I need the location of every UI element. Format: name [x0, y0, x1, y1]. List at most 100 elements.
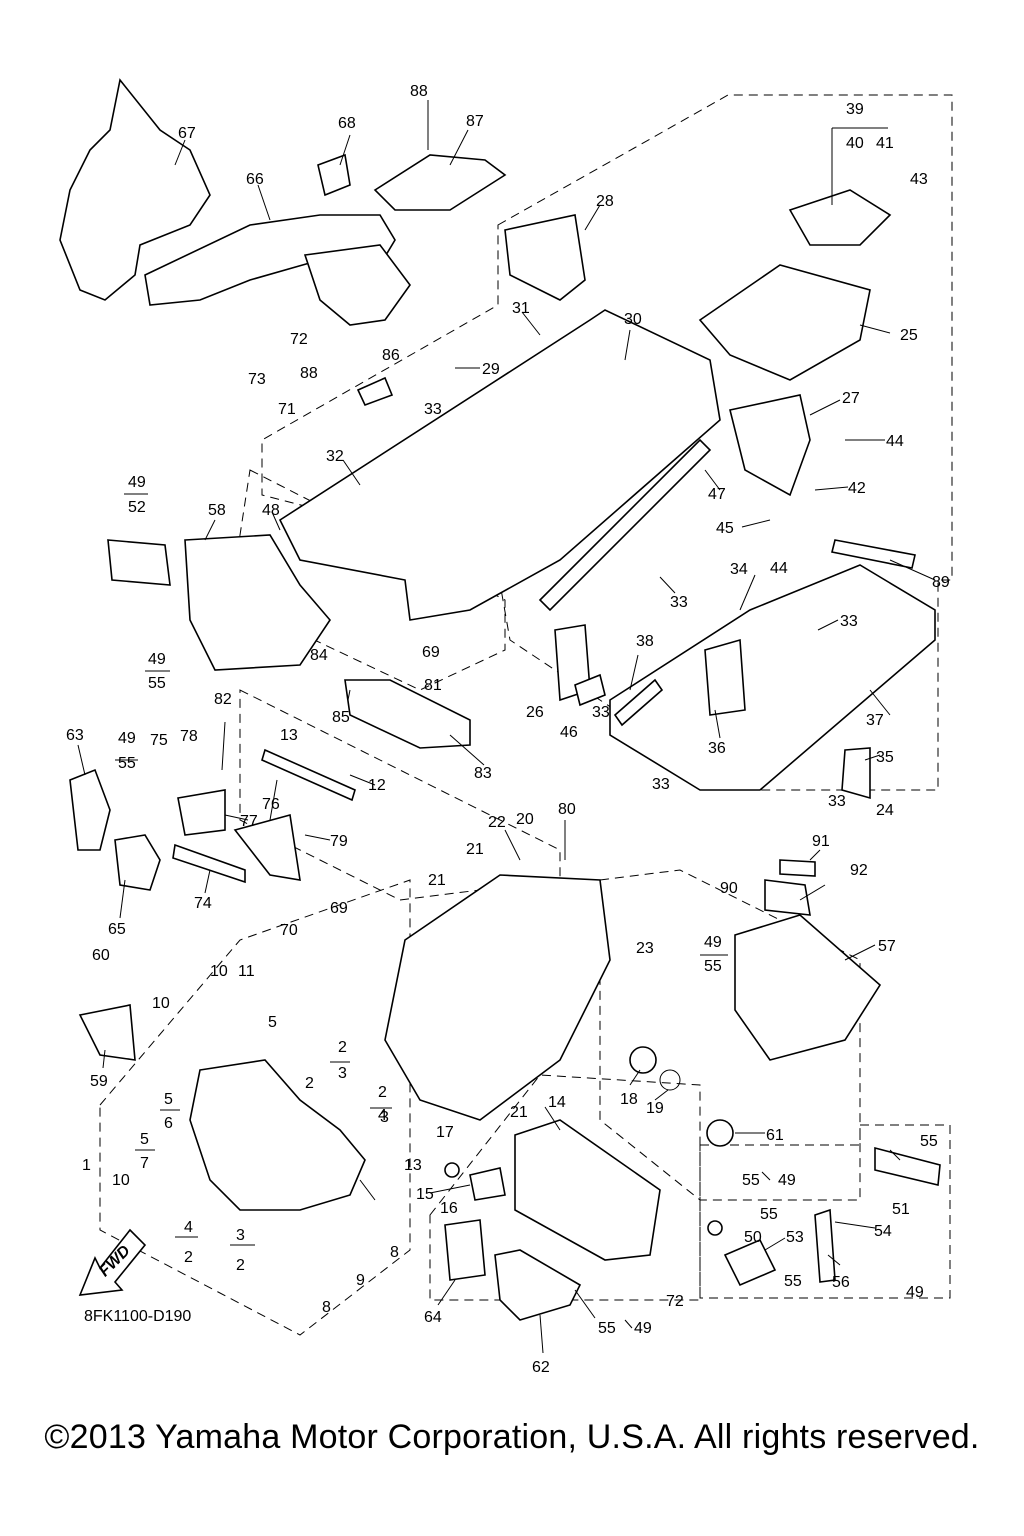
callout-68: 68 [338, 115, 356, 132]
callout-33: 33 [828, 793, 846, 810]
callout-25: 25 [900, 327, 918, 344]
assembly-39-part [788, 189, 892, 246]
washer-46-part [574, 673, 606, 707]
callout-2: 2 [236, 1257, 245, 1274]
callout-44: 44 [886, 433, 904, 450]
callout-53: 53 [786, 1229, 804, 1246]
bracket-28-part [504, 214, 586, 301]
callout-40: 40 [846, 135, 864, 152]
callout-49: 49 [148, 651, 166, 668]
callout-33: 33 [652, 776, 670, 793]
callout-27: 27 [842, 390, 860, 407]
bracket-68-part [317, 153, 351, 197]
callout-3: 3 [380, 1109, 389, 1126]
cover-64-part [444, 1219, 486, 1281]
callout-58: 58 [208, 502, 226, 519]
callout-16: 16 [440, 1200, 458, 1217]
callout-79: 79 [330, 833, 348, 850]
cover-62-part [494, 1249, 582, 1321]
callout-47: 47 [708, 486, 726, 503]
leader-lines [77, 100, 936, 1354]
bracket-76-part [233, 813, 301, 881]
callout-71: 71 [278, 401, 296, 418]
rail-47-part [538, 438, 712, 612]
callout-49: 49 [778, 1172, 796, 1189]
callout-69: 69 [422, 644, 440, 661]
bracket-74-part [172, 843, 246, 884]
callout-67: 67 [178, 125, 196, 142]
callout-10: 10 [112, 1172, 130, 1189]
callout-73: 73 [248, 371, 266, 388]
callout-11: 11 [238, 963, 255, 980]
bracket-38-part [613, 678, 664, 727]
front-loop-part [59, 78, 211, 301]
clamp-17-part [444, 1162, 460, 1178]
callout-90: 90 [720, 880, 738, 897]
callout-30: 30 [624, 311, 642, 328]
bracket-90-part [764, 879, 811, 916]
block-91-part [779, 859, 816, 877]
callout-1: 1 [82, 1157, 91, 1174]
callout-86: 86 [382, 347, 400, 364]
guard-65-part [114, 834, 161, 891]
callout-3: 3 [338, 1065, 347, 1082]
callout-4: 4 [184, 1219, 193, 1236]
callout-5: 5 [268, 1014, 277, 1031]
callout-2: 2 [305, 1075, 314, 1092]
callout-62: 62 [532, 1359, 550, 1376]
callout-17: 17 [436, 1124, 454, 1141]
callout-72: 72 [290, 331, 308, 348]
callout-57: 57 [878, 938, 896, 955]
callout-21: 21 [428, 872, 446, 889]
callout-70: 70 [280, 922, 298, 939]
bar-12-part [261, 748, 356, 802]
callout-74: 74 [194, 895, 212, 912]
callout-33: 33 [670, 594, 688, 611]
callout-81: 81 [424, 677, 442, 694]
bracket-77-part [177, 789, 226, 836]
plate-27-part [729, 394, 811, 497]
callout-39: 39 [846, 101, 864, 118]
radiator-14-part [514, 1119, 661, 1261]
callout-59: 59 [90, 1073, 108, 1090]
callout-38: 38 [636, 633, 654, 650]
plate-35-part [841, 747, 871, 800]
plate-51-part [874, 1146, 941, 1186]
bracket-59-part [78, 1004, 136, 1061]
callout-33: 33 [424, 401, 442, 418]
front-frame-boundary [99, 879, 411, 1336]
callout-54: 54 [874, 1223, 892, 1240]
callout-49: 49 [704, 934, 722, 951]
callout-10: 10 [152, 995, 170, 1012]
guard-63-part [69, 768, 111, 851]
callout-46: 46 [560, 724, 578, 741]
callout-9: 9 [356, 1272, 365, 1289]
bracket-57-part [734, 914, 882, 1061]
callout-55: 55 [148, 675, 166, 692]
callout-69: 69 [330, 900, 348, 917]
callout-2: 2 [378, 1084, 387, 1101]
callout-55: 55 [118, 755, 136, 772]
callout-28: 28 [596, 193, 614, 210]
bracket-36-part [704, 638, 746, 716]
callout-88: 88 [300, 365, 318, 382]
bracket-58-part [184, 534, 332, 671]
callout-56: 56 [832, 1274, 850, 1291]
callout-21: 21 [466, 841, 484, 858]
block-86-part [356, 376, 394, 407]
callout-5: 5 [140, 1131, 149, 1148]
callout-2: 2 [338, 1039, 347, 1056]
callout-48: 48 [262, 502, 280, 519]
ring-19-part [659, 1069, 681, 1091]
callout-44: 44 [770, 560, 788, 577]
callout-42: 42 [848, 480, 866, 497]
callout-82: 82 [214, 691, 232, 708]
callout-78: 78 [180, 728, 198, 745]
strip-89-part [831, 539, 916, 569]
callout-60: 60 [92, 947, 110, 964]
callout-64: 64 [424, 1309, 442, 1326]
callout-49: 49 [906, 1284, 924, 1301]
forward-arrow: FWD [78, 1228, 147, 1296]
callout-91: 91 [812, 833, 830, 850]
